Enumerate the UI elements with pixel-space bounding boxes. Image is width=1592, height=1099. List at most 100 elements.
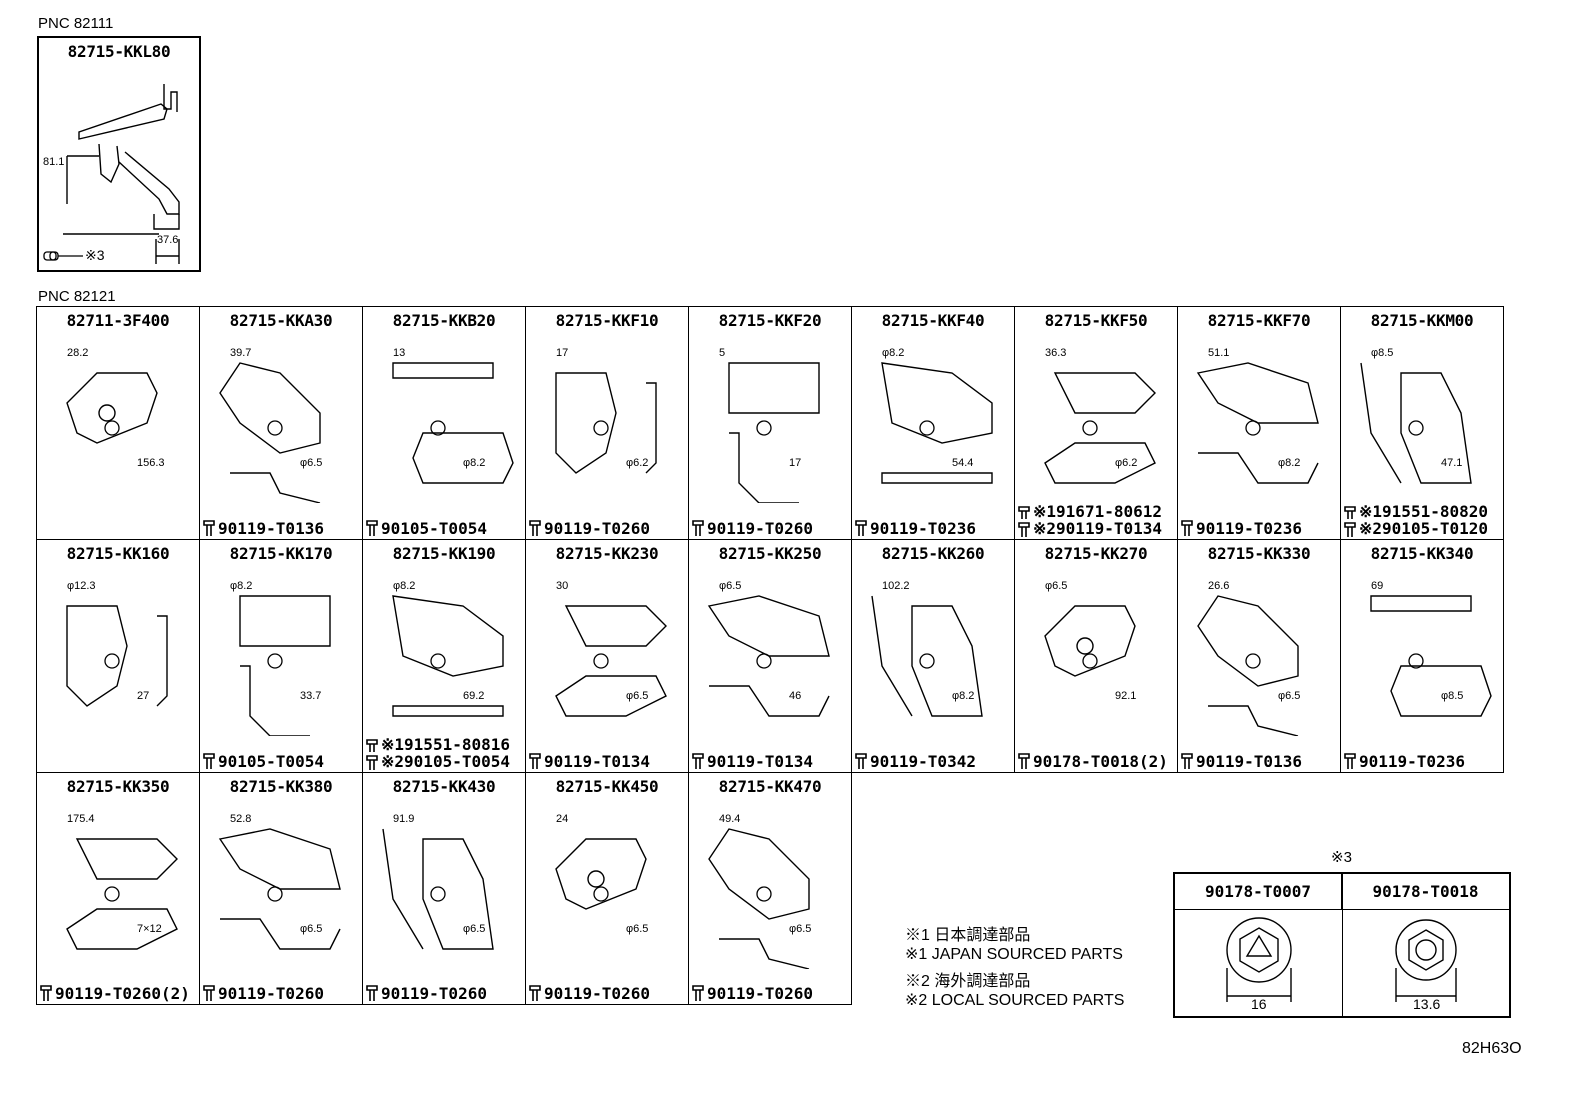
dimension-label: 46 [789, 690, 802, 702]
part-number: 82715-KKF40 [881, 311, 985, 330]
fastener-dim-1: 16 [1251, 996, 1267, 1012]
dimension-label: φ8.2 [882, 347, 905, 359]
part-number: 82715-KKF70 [1207, 311, 1311, 330]
bolt-callout: 90119-T0134 [691, 752, 813, 770]
bracket-drawing [871, 595, 983, 717]
part-number: 82715-KK450 [555, 777, 659, 796]
bolt-callout: 90119-T0134 [528, 752, 650, 770]
bolt-part-number: ※290119-T0134 [1033, 519, 1162, 538]
dimension-label: φ6.5 [719, 580, 742, 592]
fastener-drawings [1226, 917, 1457, 1002]
bolt-callout: 90119-T0236 [1180, 519, 1302, 537]
part-number: 82715-KK170 [229, 544, 333, 563]
bolt-icon [1018, 506, 1030, 537]
dimension-label: 17 [556, 347, 569, 359]
bracket-drawing [881, 362, 993, 484]
part-cell-82715-kk250[interactable]: 82715-KK250 φ6.5 46 90119-T0134 [688, 539, 852, 773]
part-cell-kkl80[interactable]: 82715-KKL80 81.1 37.6 ※3 [37, 36, 201, 272]
part-number: 82715-KKF20 [718, 311, 822, 330]
bolt-part-number: 90119-T0134 [544, 752, 650, 771]
part-number: 82715-KK230 [555, 544, 659, 563]
dimension-label: φ8.2 [463, 457, 486, 469]
bolt-part-number: 90119-T0260 [707, 519, 813, 538]
dimension-label: 102.2 [882, 580, 910, 592]
bolt-part-number: ※290105-T0120 [1359, 519, 1488, 538]
bolt-callout: 90119-T0260 [528, 984, 650, 1002]
bolt-part-number: 90119-T0260 [544, 984, 650, 1003]
bolt-part-number: ※191551-80816 [381, 735, 510, 754]
bolt-callout: ※191551-80816※290105-T0054 [365, 736, 510, 770]
bracket-drawing [1044, 372, 1156, 484]
dimension-label: 54.4 [952, 457, 974, 469]
bolt-icon [1344, 753, 1356, 769]
bracket-drawing [66, 605, 168, 707]
bolt-callout: 90178-T0018(2) [1017, 752, 1168, 770]
dimension-label: 49.4 [719, 813, 741, 825]
part-number: 82715-KK380 [229, 777, 333, 796]
bracket-drawing [1197, 595, 1299, 736]
part-number: 82715-KK350 [66, 777, 170, 796]
bolt-callout: 90119-T0260 [528, 519, 650, 537]
part-number: 82715-KK250 [718, 544, 822, 563]
part-number: 82715-KK270 [1044, 544, 1148, 563]
bolt-callout: 90105-T0054 [202, 752, 324, 770]
bracket-drawing [1370, 595, 1492, 717]
note-local-jp: ※2 海外調達部品 [905, 973, 1031, 990]
dimension-label: 36.3 [1045, 347, 1067, 359]
dimension-label: φ6.5 [1045, 580, 1068, 592]
dim-height: 81.1 [43, 156, 65, 168]
bracket-drawing [707, 595, 830, 717]
bolt-callout: 90119-T0260 [365, 984, 487, 1002]
bolt-part-number: ※191671-80612 [1033, 502, 1162, 521]
dimension-label: 51.1 [1208, 347, 1230, 359]
dimension-label: 17 [789, 457, 802, 469]
bolt-icon [529, 753, 541, 769]
fastener-table: 90178-T0007 90178-T0018 16 13.6 [1173, 872, 1511, 1018]
bolt-icon [1344, 506, 1356, 537]
bolt-icon [40, 985, 52, 1001]
bolt-icon [366, 985, 378, 1001]
dimension-label: φ6.2 [626, 457, 649, 469]
pnc-label-top: PNC 82111 [38, 15, 114, 32]
dimension-label: 92.1 [1115, 690, 1137, 702]
bolt-icon [203, 753, 215, 769]
bracket-drawing [728, 362, 820, 503]
part-number: 82715-KKM00 [1370, 311, 1474, 330]
part-cell-82715-kkf70[interactable]: 82715-KKF70 51.1 φ8.2 90119-T0236 [1177, 306, 1341, 540]
bolt-callout: 90105-T0054 [365, 519, 487, 537]
bolt-icon [692, 985, 704, 1001]
part-cell-82715-kk270[interactable]: 82715-KK270 φ6.5 92.1 90178-T0018(2) [1014, 539, 1178, 773]
dimension-label: φ8.5 [1371, 347, 1394, 359]
bolt-callout: 90119-T0342 [854, 752, 976, 770]
note-local-en: ※2 LOCAL SOURCED PARTS [905, 992, 1125, 1009]
bolt-icon [366, 739, 378, 770]
dimension-label: 69.2 [463, 690, 485, 702]
dimension-label: φ8.2 [1278, 457, 1301, 469]
bracket-drawing [392, 362, 514, 484]
bolt-icon [203, 520, 215, 536]
dimension-label: φ6.2 [1115, 457, 1138, 469]
bolt-callout: 90119-T0136 [202, 519, 324, 537]
pnc-label-main: PNC 82121 [38, 288, 116, 305]
fastener-ref: ※3 [43, 247, 105, 264]
